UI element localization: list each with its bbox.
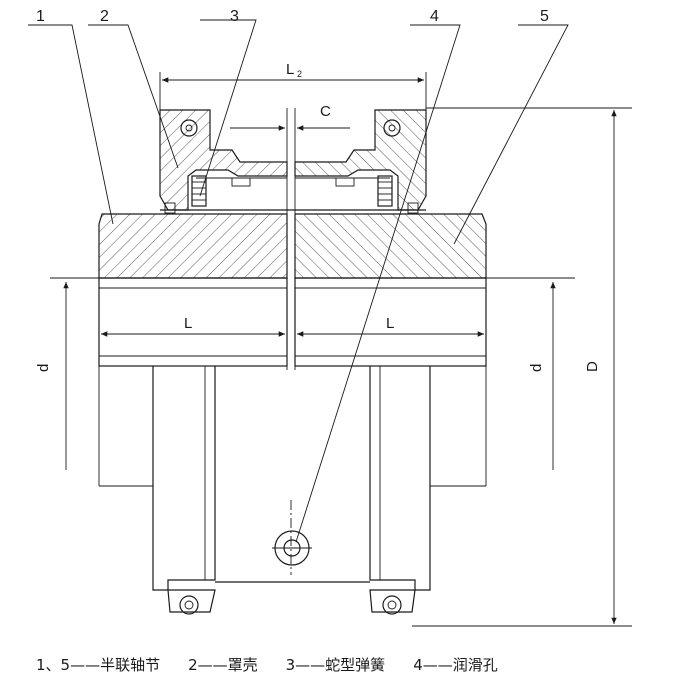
legend-item-grid-spring: 3——蛇型弹簧 bbox=[285, 656, 386, 674]
half-coupling-left bbox=[98, 213, 288, 367]
dimension-d-left-label: d bbox=[35, 364, 52, 372]
lubrication-hole-icon bbox=[272, 530, 312, 566]
bolt-icon bbox=[164, 119, 419, 214]
legend-item-cover: 2——罩壳 bbox=[188, 656, 258, 674]
callout-2: 2 bbox=[100, 8, 109, 25]
housing-body bbox=[98, 366, 487, 615]
center-axis bbox=[286, 108, 296, 575]
callout-4: 4 bbox=[430, 8, 439, 25]
dimension-lines bbox=[28, 19, 632, 627]
callout-1: 1 bbox=[36, 8, 45, 25]
dimension-l2-subscript: 2 bbox=[297, 69, 302, 79]
dimension-l2-label: L bbox=[286, 61, 294, 78]
callout-5: 5 bbox=[540, 8, 549, 25]
grid-spring bbox=[191, 175, 393, 207]
legend-item-half-coupling: 1、5——半联轴节 bbox=[36, 656, 161, 674]
coupling-drawing: 1 2 3 4 5 L 2 C L L d d D bbox=[28, 8, 632, 627]
parts-legend: 1、5——半联轴节 2——罩壳 3——蛇型弹簧 4——润滑孔 bbox=[36, 654, 656, 675]
legend-item-lubrication-hole: 4——润滑孔 bbox=[413, 656, 498, 674]
dimension-l-left-label: L bbox=[184, 315, 192, 332]
dimension-d-outer-label: D bbox=[584, 361, 601, 372]
callout-3: 3 bbox=[230, 8, 239, 25]
dimension-l-right-label: L bbox=[386, 315, 394, 332]
dimension-d-right-label: d bbox=[528, 364, 545, 372]
dimension-c-label: C bbox=[320, 103, 331, 120]
